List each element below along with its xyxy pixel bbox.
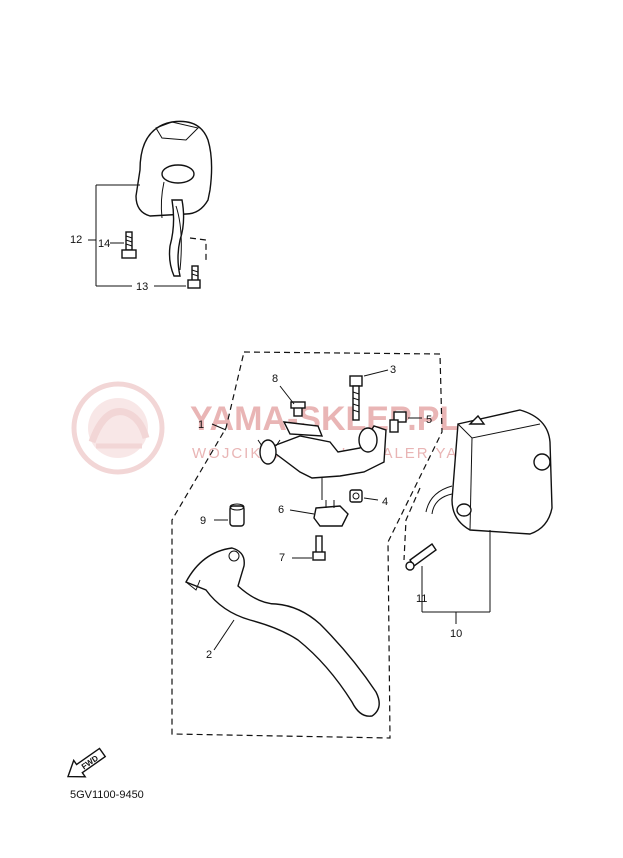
switch-housing-drawing xyxy=(135,120,213,277)
lever-2-drawing xyxy=(185,547,380,717)
callout-11: 11 xyxy=(416,593,427,605)
callout-5: 5 xyxy=(426,414,432,426)
screw-7-drawing xyxy=(312,535,326,561)
callout-8: 8 xyxy=(272,373,278,385)
callout-13: 13 xyxy=(136,281,148,293)
callout-6: 6 xyxy=(278,504,284,516)
watermark-logo xyxy=(71,381,165,475)
switch-10-drawing xyxy=(425,409,553,535)
screw-11-drawing xyxy=(405,543,437,571)
bolt-3-drawing xyxy=(349,375,363,421)
assembly-1-boundary xyxy=(171,351,443,739)
callout-1: 1 xyxy=(198,419,204,431)
watermark-brand: YAMA-SKLEP.PL xyxy=(190,400,460,438)
callout-3: 3 xyxy=(390,364,396,376)
screw-5-drawing xyxy=(389,411,407,433)
screw-13-drawing xyxy=(187,265,201,289)
screw-14-drawing xyxy=(121,231,137,259)
switch-6-drawing xyxy=(313,500,349,527)
fwd-arrow-icon: FWD xyxy=(66,747,107,778)
lever-holder-drawing xyxy=(257,421,387,500)
callout-10: 10 xyxy=(450,628,462,640)
callout-12: 12 xyxy=(70,234,82,246)
callout-4: 4 xyxy=(382,496,388,508)
nut-4-drawing xyxy=(349,489,363,503)
collar-9-drawing xyxy=(229,503,245,527)
callout-2: 2 xyxy=(206,649,212,661)
diagram-code: 5GV1100-9450 xyxy=(70,789,144,801)
callout-7: 7 xyxy=(279,552,285,564)
screw-8-drawing xyxy=(290,401,306,417)
callout-9: 9 xyxy=(200,515,206,527)
callout-14: 14 xyxy=(98,238,110,250)
